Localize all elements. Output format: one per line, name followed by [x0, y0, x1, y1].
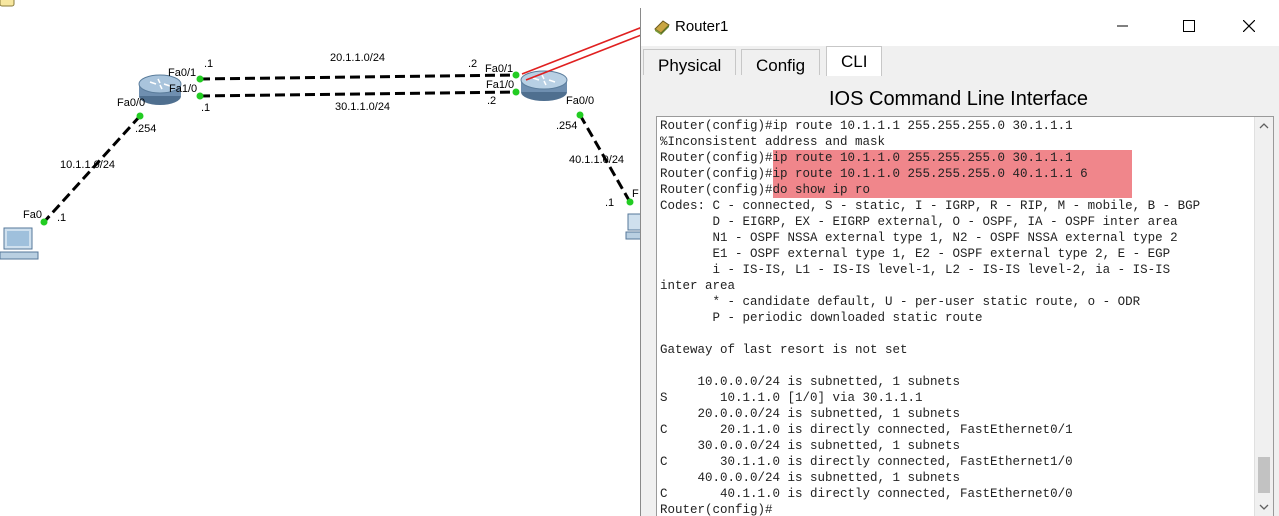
- network-30-label: 30.1.1.0/24: [335, 101, 391, 113]
- pc0-port-label: Fa0: [23, 209, 42, 221]
- link-light: [196, 92, 204, 100]
- scroll-up-icon[interactable]: [1255, 119, 1273, 133]
- maximize-button[interactable]: [1166, 8, 1212, 44]
- terminal-output: Router(config)#ip route 10.1.1.1 255.255…: [660, 119, 1201, 516]
- r1-fa0-1-host-label: .2: [468, 58, 478, 70]
- link-light: [196, 75, 204, 83]
- command-highlight: [772, 166, 1132, 182]
- r0-port-fa0-0-label: Fa0/0: [117, 97, 146, 109]
- tab-cli[interactable]: CLI: [826, 46, 883, 76]
- network-10-label: 10.1.1.0/24: [60, 159, 116, 171]
- link-light: [136, 112, 144, 120]
- scroll-thumb[interactable]: [1258, 457, 1270, 493]
- link-light: [626, 198, 634, 206]
- r0-fa0-1-host-label: .1: [204, 58, 214, 70]
- r0-fa1-0-host-label: .1: [201, 102, 211, 114]
- router0-icon[interactable]: [138, 74, 182, 105]
- close-button[interactable]: [1226, 8, 1272, 44]
- tab-physical[interactable]: Physical: [643, 49, 737, 75]
- r1-port-fa0-0-label: Fa0/0: [566, 95, 595, 107]
- pc1-host-label: .1: [605, 197, 615, 209]
- cli-terminal[interactable]: Router(config)#ip route 10.1.1.1 255.255…: [656, 116, 1274, 516]
- close-icon: [1243, 20, 1255, 32]
- link-light: [512, 88, 520, 96]
- link-light: [576, 111, 584, 119]
- r1-port-fa0-1-label: Fa0/1: [485, 63, 514, 75]
- cropped-device-icon: [0, 0, 15, 7]
- command-highlight: [772, 150, 1132, 166]
- cable-40-net[interactable]: [578, 114, 632, 203]
- r0-fa0-0-host-label: .254: [135, 123, 157, 135]
- terminal-scrollbar[interactable]: [1254, 117, 1273, 516]
- r1-fa0-0-host-label: .254: [556, 120, 578, 132]
- network-40-label: 40.1.1.0/24: [569, 154, 625, 166]
- scroll-down-icon[interactable]: [1255, 500, 1273, 514]
- link-light: [40, 218, 48, 226]
- window-titlebar[interactable]: Router1: [641, 8, 1279, 46]
- cable-30-net[interactable]: [199, 90, 517, 98]
- r0-port-fa0-1-label: Fa0/1: [168, 67, 197, 79]
- window-tabs: Physical Config CLI: [641, 46, 1279, 76]
- command-highlight: [772, 182, 1132, 198]
- router1-icon[interactable]: [520, 70, 568, 101]
- router1-window[interactable]: Router1 Physical Config CLI IOS Command …: [640, 8, 1279, 516]
- cli-heading: IOS Command Line Interface: [828, 88, 1088, 110]
- tab-config[interactable]: Config: [741, 49, 821, 75]
- pc0-host-label: .1: [57, 212, 67, 224]
- window-title: Router1: [675, 18, 729, 35]
- link-light: [512, 71, 520, 79]
- pc1-port-label: F: [632, 188, 639, 200]
- cable-20-net[interactable]: [199, 73, 517, 81]
- network-20-label: 20.1.1.0/24: [330, 52, 386, 64]
- cable-10-net[interactable]: [42, 114, 142, 224]
- pc0-icon[interactable]: [0, 227, 39, 260]
- minimize-button[interactable]: [1100, 8, 1146, 44]
- minimize-icon: [1117, 25, 1128, 27]
- maximize-icon: [1183, 20, 1195, 32]
- r0-port-fa1-0-label: Fa1/0: [169, 83, 198, 95]
- r1-port-fa1-0-label: Fa1/0: [486, 79, 515, 91]
- r1-fa1-0-host-label: .2: [487, 95, 497, 107]
- router-app-icon: [654, 20, 670, 35]
